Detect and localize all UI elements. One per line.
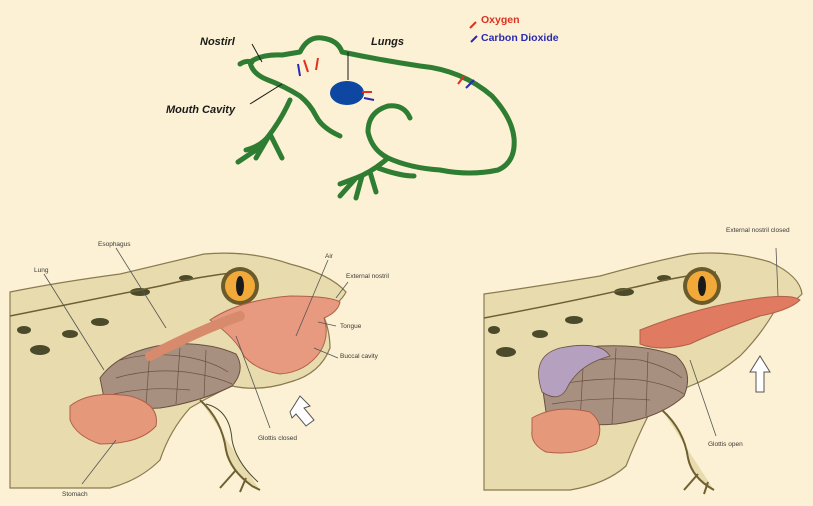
co2-arrow-icon [471,36,477,42]
anatomical-frog-left [10,253,346,492]
label-external-nostril-closed: External nostril closed [726,227,790,234]
label-air: Air [325,253,334,260]
lung-blob [330,81,364,105]
label-glottis-open: Glottis open [708,441,743,448]
oxygen-arrow-icon [470,22,476,28]
label-stomach: Stomach [62,491,88,498]
label-mouth-cavity: Mouth Cavity [166,104,236,116]
label-lungs: Lungs [371,36,404,48]
legend-carbon-dioxide: Carbon Dioxide [481,32,559,44]
label-lung: Lung [34,267,49,274]
legend: Oxygen Carbon Dioxide [470,14,559,44]
gas-arrows-top [298,58,474,100]
label-esophagus: Esophagus [98,241,131,248]
outline-frog [238,38,514,198]
anatomical-frog-right [484,253,802,494]
label-glottis-closed: Glottis closed [258,435,297,442]
label-tongue: Tongue [340,323,362,330]
label-nostril: Nostirl [200,36,236,48]
label-buccal-cavity: Buccal cavity [340,353,379,360]
label-external-nostril: External nostril [346,273,390,280]
legend-oxygen: Oxygen [481,14,520,26]
